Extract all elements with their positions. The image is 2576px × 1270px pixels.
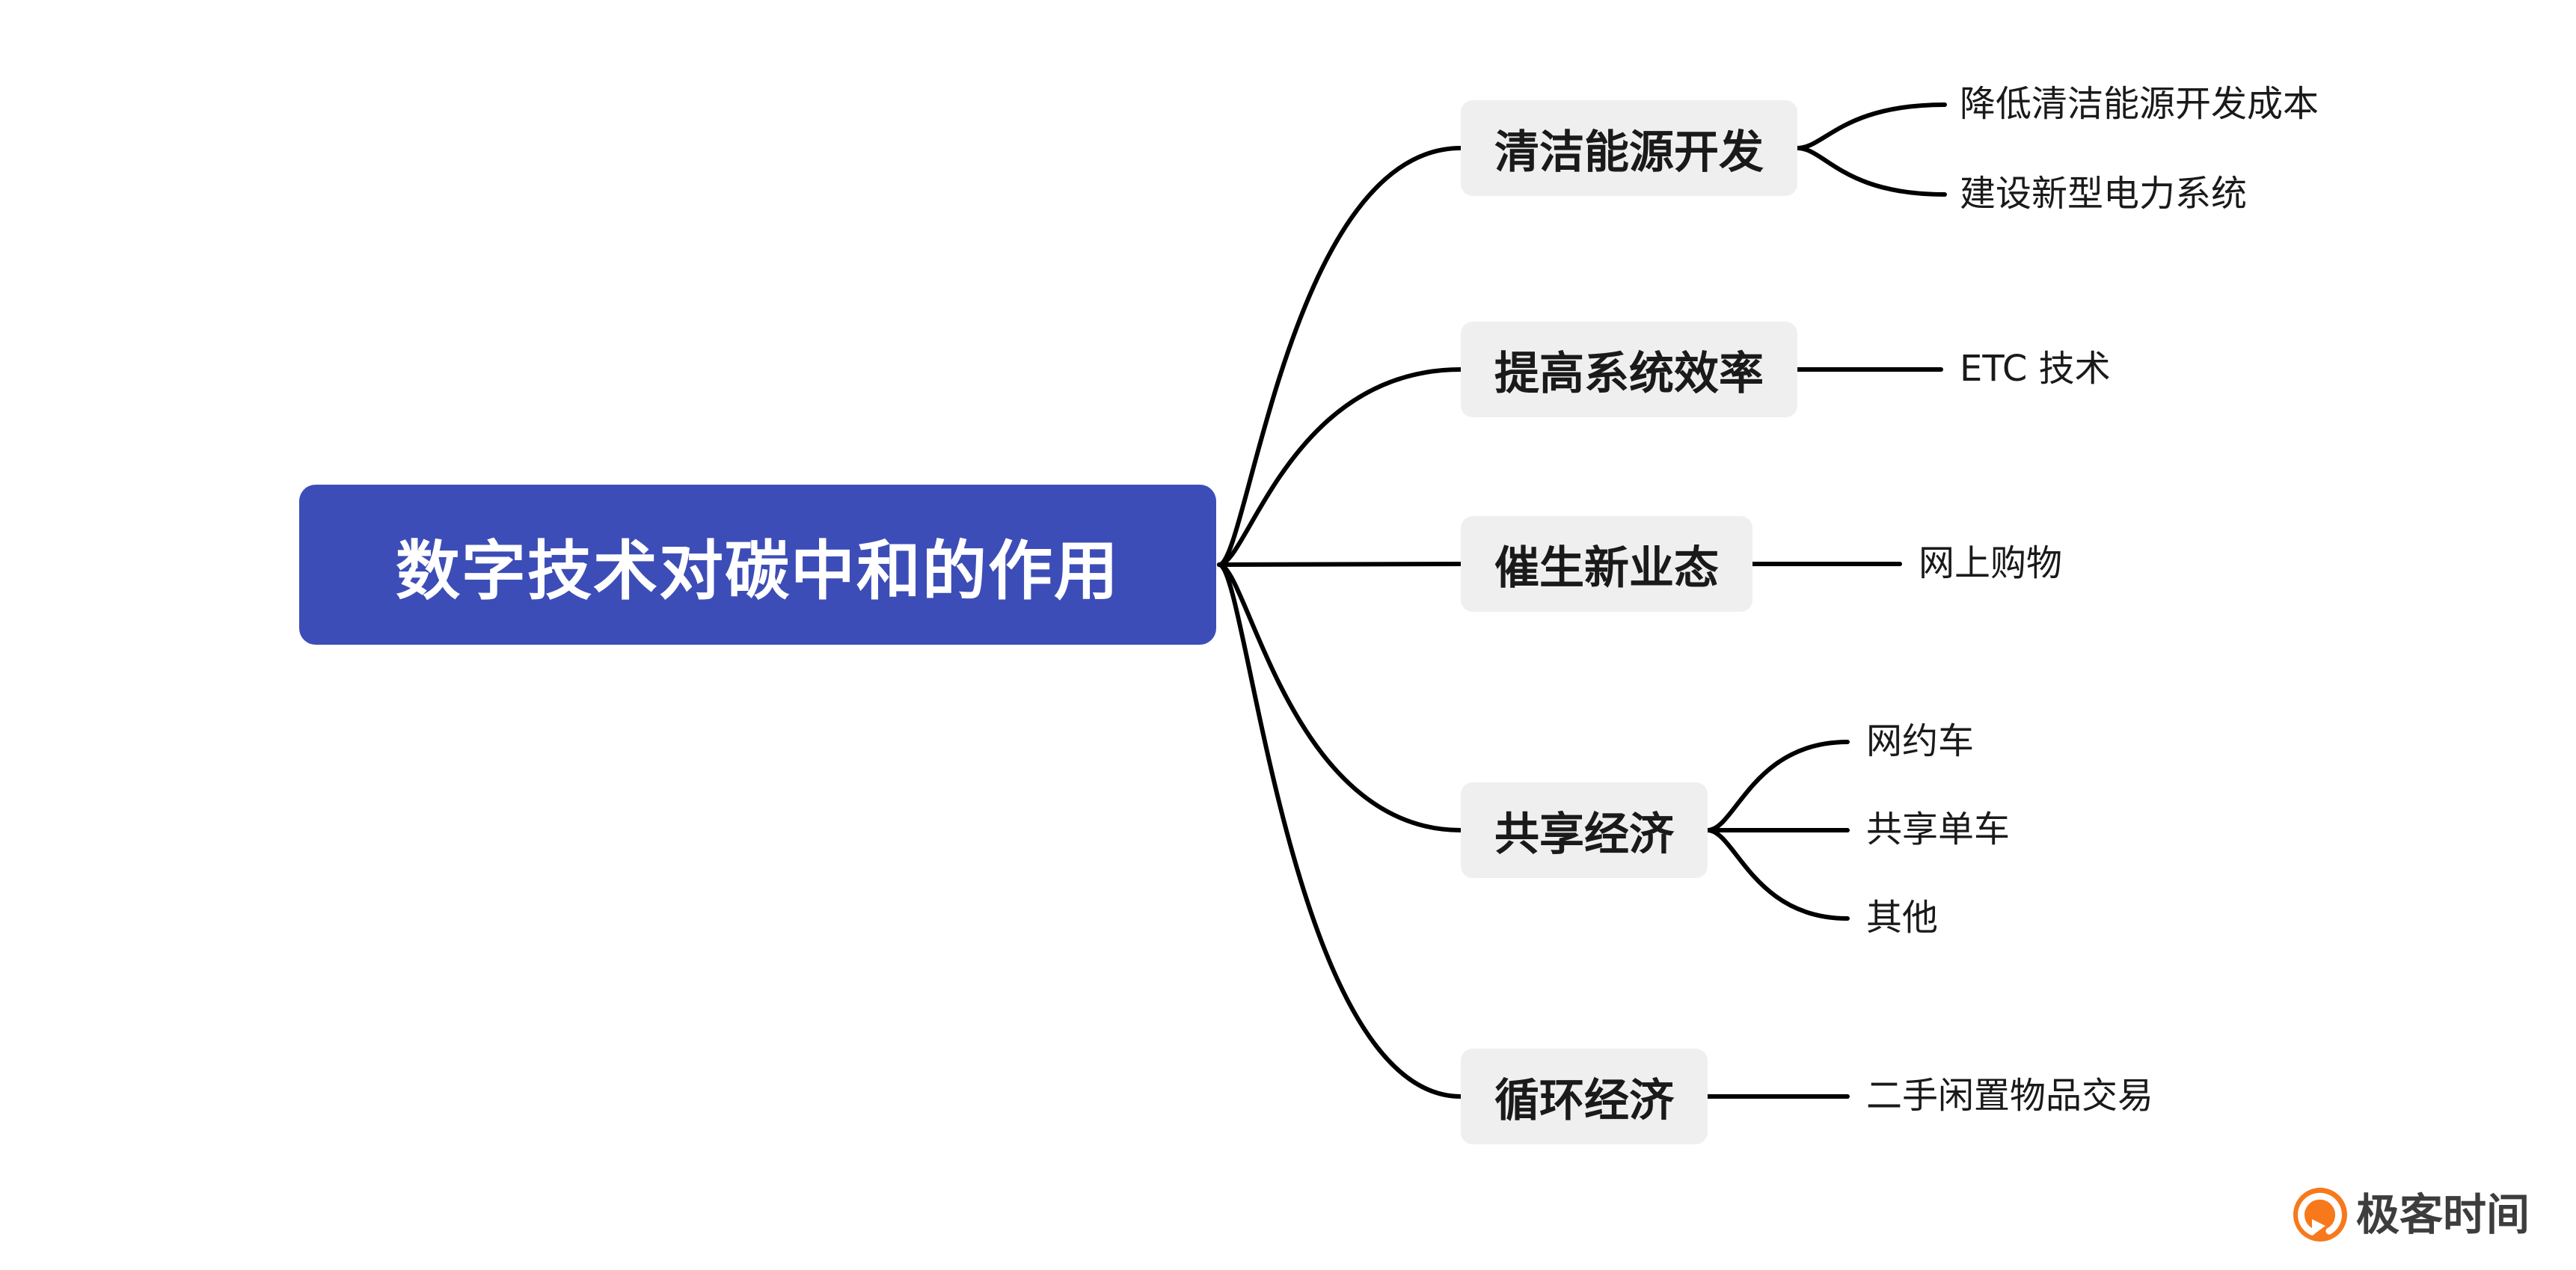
root-node-label: 数字技术对碳中和的作用 bbox=[396, 533, 1120, 609]
edge-root-to-branch-2 bbox=[1217, 367, 1463, 567]
leaf-node: 建设新型电力系统 bbox=[1960, 173, 2248, 215]
edge-root-to-branch-4 bbox=[1217, 562, 1463, 832]
brand-watermark-label: 极客时间 bbox=[2356, 1189, 2530, 1240]
leaf-node: ETC 技术 bbox=[1960, 348, 2111, 390]
edge-root-to-branch-5 bbox=[1217, 562, 1463, 1099]
leaf-node: 降低清洁能源开发成本 bbox=[1960, 83, 2319, 126]
branch-node-label: 清洁能源开发 bbox=[1494, 126, 1764, 179]
edge-branch-1-to-leaf-1 bbox=[1795, 102, 1947, 150]
branch-node-label: 共享经济 bbox=[1494, 808, 1674, 861]
leaf-node: 网约车 bbox=[1866, 720, 1975, 763]
leaf-node: 共享单车 bbox=[1866, 809, 2011, 851]
leaf-node: 网上购物 bbox=[1919, 542, 2063, 585]
branch-node-sharing-economy: 共享经济 bbox=[1461, 782, 1708, 878]
root-node: 数字技术对碳中和的作用 bbox=[299, 485, 1216, 645]
branch-node-label: 催生新业态 bbox=[1494, 542, 1719, 595]
leaf-node: 二手闲置物品交易 bbox=[1866, 1075, 2154, 1117]
leaf-node: 其他 bbox=[1866, 897, 1939, 939]
edge-branch-1-to-leaf-2 bbox=[1795, 146, 1947, 197]
brand-watermark: 极客时间 bbox=[2293, 1188, 2530, 1242]
branch-node-label: 循环经济 bbox=[1494, 1074, 1674, 1127]
edge-branch-4-to-leaf-1 bbox=[1705, 740, 1850, 832]
edge-root-to-branch-1 bbox=[1217, 146, 1463, 567]
branch-node-new-business: 催生新业态 bbox=[1461, 516, 1752, 612]
branch-node-circular-economy: 循环经济 bbox=[1461, 1049, 1708, 1144]
edge-root-to-branch-3 bbox=[1217, 562, 1463, 567]
branch-node-system-efficiency: 提高系统效率 bbox=[1461, 322, 1797, 417]
geektime-logo-icon bbox=[2293, 1188, 2347, 1242]
edge-branch-4-to-leaf-3 bbox=[1705, 828, 1850, 921]
branch-node-label: 提高系统效率 bbox=[1494, 347, 1764, 400]
branch-node-clean-energy: 清洁能源开发 bbox=[1461, 100, 1797, 196]
